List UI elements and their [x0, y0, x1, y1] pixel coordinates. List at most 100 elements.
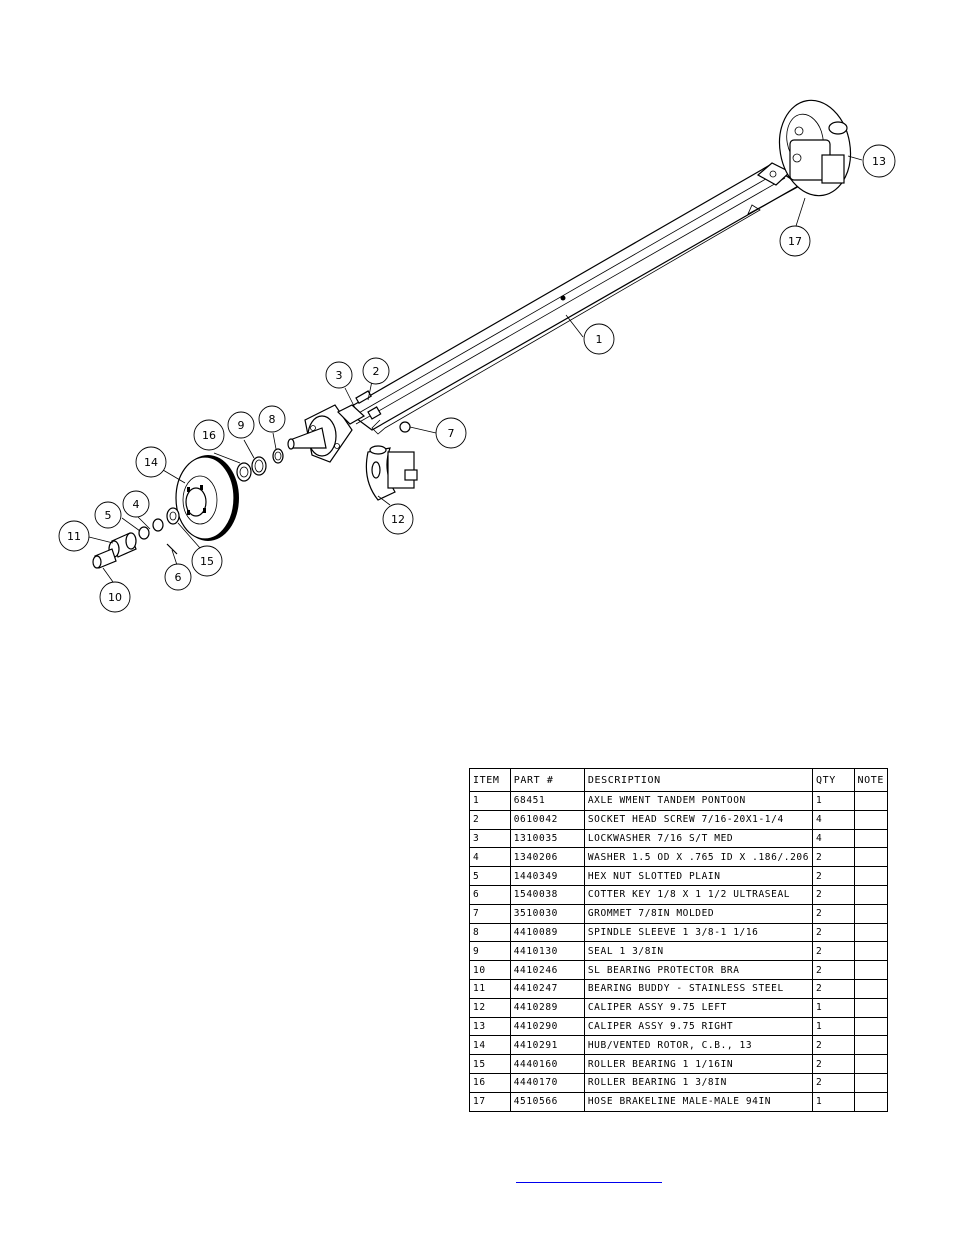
cell-item: 16: [469, 1072, 511, 1093]
cell-item: 5: [469, 866, 511, 886]
cell-item: 17: [469, 1091, 511, 1112]
svg-text:7: 7: [448, 427, 455, 440]
exploded-axle-diagram: 1 2 3 4 5 6 7 8 9 10 11 12 13 14 15 16 1…: [58, 99, 896, 613]
cell-part: 1310035: [509, 828, 585, 849]
cell-qty: 1: [812, 997, 855, 1018]
cell-note: [853, 903, 888, 924]
balloon-4: 4: [122, 490, 150, 518]
cell-qty: 2: [812, 941, 855, 962]
balloon-11: 11: [58, 520, 90, 552]
svg-text:4: 4: [133, 498, 140, 511]
cell-note: [853, 847, 888, 868]
svg-text:10: 10: [108, 591, 122, 604]
footer-link[interactable]: [516, 1172, 662, 1183]
cell-item: 6: [469, 884, 511, 905]
leader-lines: [88, 155, 863, 583]
svg-text:3: 3: [336, 369, 343, 382]
cell-description: CALIPER ASSY 9.75 RIGHT: [583, 1016, 814, 1037]
cell-item: 14: [469, 1035, 511, 1056]
header-part: PART #: [509, 768, 585, 792]
cell-part: 1440349: [509, 866, 585, 886]
header-qty: QTY: [812, 768, 855, 792]
cell-qty: 2: [812, 960, 855, 980]
svg-text:12: 12: [391, 513, 405, 526]
bom-header-row: ITEM PART # DESCRIPTION QTY NOTE: [469, 768, 888, 792]
cell-note: [853, 866, 888, 886]
cell-note: [853, 960, 888, 980]
balloon-15: 15: [191, 545, 223, 577]
svg-text:6: 6: [175, 571, 182, 584]
balloon-17: 17: [779, 225, 811, 257]
cell-description: HEX NUT SLOTTED PLAIN: [583, 866, 814, 886]
cell-note: [853, 997, 888, 1018]
cell-qty: 1: [812, 1091, 855, 1112]
cell-item: 10: [469, 960, 511, 980]
cell-qty: 1: [812, 791, 855, 811]
cell-item: 9: [469, 941, 511, 962]
svg-text:15: 15: [200, 555, 214, 568]
cell-note: [853, 1054, 888, 1074]
cell-description: SEAL 1 3/8IN: [583, 941, 814, 962]
cell-part: 1540038: [509, 884, 585, 905]
slotted-nut: [138, 526, 150, 540]
svg-text:11: 11: [67, 530, 81, 543]
cell-note: [853, 1091, 888, 1112]
header-description: DESCRIPTION: [583, 768, 814, 792]
cell-item: 7: [469, 903, 511, 924]
cell-description: ROLLER BEARING 1 3/8IN: [583, 1072, 814, 1093]
cell-part: 1340206: [509, 847, 585, 868]
balloon-16: 16: [193, 419, 225, 451]
spindle-flange: [287, 390, 382, 463]
cell-description: HUB/VENTED ROTOR, C.B., 13: [583, 1035, 814, 1056]
cell-qty: 4: [812, 828, 855, 849]
cell-note: [853, 791, 888, 811]
cell-description: WASHER 1.5 OD X .765 ID X .186/.206: [583, 847, 814, 868]
cell-part: 4410246: [509, 960, 585, 980]
axle-tube: [343, 164, 802, 431]
cell-description: GROMMET 7/8IN MOLDED: [583, 903, 814, 924]
balloon-12: 12: [382, 503, 414, 535]
svg-text:1: 1: [596, 333, 603, 346]
header-note: NOTE: [853, 768, 888, 792]
balloon-8: 8: [258, 405, 286, 433]
washer: [152, 518, 164, 532]
hub-rotor: [175, 455, 239, 541]
svg-text:17: 17: [788, 235, 802, 248]
brake-line: [371, 167, 827, 435]
cell-part: 4410291: [509, 1035, 585, 1056]
cell-qty: 2: [812, 903, 855, 924]
cell-qty: 2: [812, 1035, 855, 1056]
cell-item: 13: [469, 1016, 511, 1037]
balloon-3: 3: [325, 361, 353, 389]
cell-part: 4410089: [509, 922, 585, 943]
cell-part: 4410247: [509, 978, 585, 999]
cell-description: HOSE BRAKELINE MALE-MALE 94IN: [583, 1091, 814, 1112]
grommet: [399, 421, 411, 433]
cell-note: [853, 809, 888, 830]
cell-note: [853, 884, 888, 905]
cell-description: SOCKET HEAD SCREW 7/16-20X1-1/4: [583, 809, 814, 830]
svg-text:2: 2: [373, 365, 380, 378]
cell-qty: 2: [812, 884, 855, 905]
cell-qty: 2: [812, 922, 855, 943]
seal: [251, 456, 267, 476]
balloon-9: 9: [227, 411, 255, 439]
spindle-sleeve: [272, 448, 284, 464]
cell-part: 0610042: [509, 809, 585, 830]
cell-description: SPINDLE SLEEVE 1 3/8-1 1/16: [583, 922, 814, 943]
cell-qty: 2: [812, 1054, 855, 1074]
balloon-6: 6: [164, 563, 192, 591]
header-item: ITEM: [469, 768, 511, 792]
cell-qty: 2: [812, 978, 855, 999]
balloon-14: 14: [135, 446, 167, 478]
cell-item: 15: [469, 1054, 511, 1074]
